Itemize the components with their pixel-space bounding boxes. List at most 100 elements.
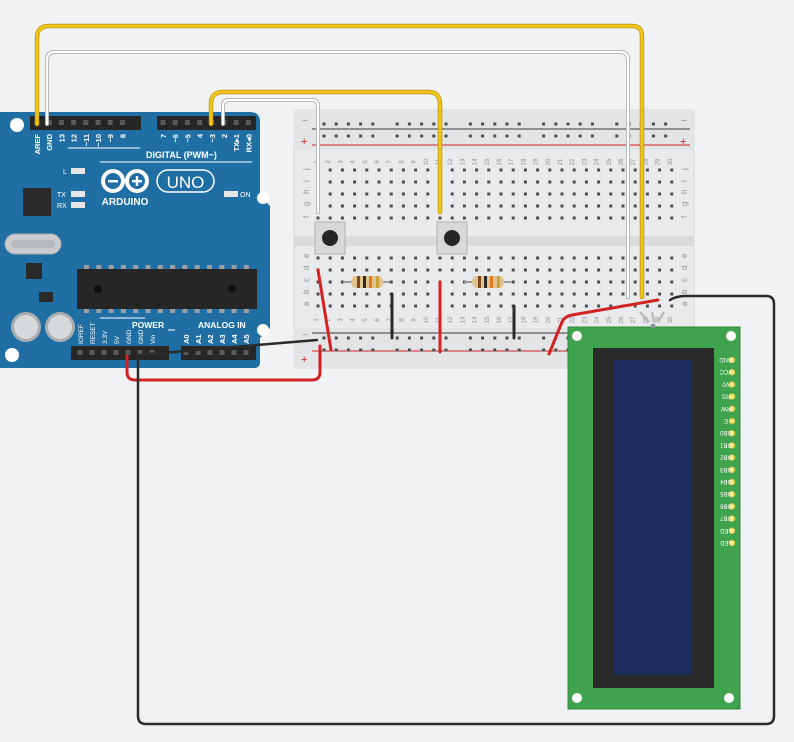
breadboard-hole[interactable] — [401, 168, 405, 172]
rail-hole[interactable] — [346, 336, 350, 340]
rail-hole[interactable] — [444, 134, 448, 138]
lcd-pin[interactable] — [728, 393, 736, 400]
breadboard-hole[interactable] — [609, 256, 613, 260]
breadboard-hole[interactable] — [548, 280, 552, 284]
lcd-pin[interactable] — [728, 478, 736, 486]
rail-hole[interactable] — [542, 122, 546, 126]
breadboard-hole[interactable] — [584, 204, 588, 208]
black-wire-gnd-loop[interactable] — [136, 294, 776, 726]
breadboard-hole[interactable] — [584, 292, 588, 296]
breadboard-hole[interactable] — [340, 216, 344, 220]
breadboard-hole[interactable] — [462, 304, 466, 308]
breadboard-hole[interactable] — [548, 216, 552, 220]
breadboard-hole[interactable] — [548, 192, 552, 196]
breadboard-hole[interactable] — [353, 168, 357, 172]
breadboard-hole[interactable] — [414, 304, 418, 308]
breadboard-hole[interactable] — [548, 304, 552, 308]
digital-pin[interactable] — [107, 120, 113, 125]
breadboard-hole[interactable] — [316, 292, 320, 296]
breadboard-hole[interactable] — [365, 256, 369, 260]
breadboard-hole[interactable] — [633, 268, 637, 272]
breadboard-hole[interactable] — [450, 268, 454, 272]
lcd-pin[interactable] — [728, 515, 736, 522]
breadboard-hole[interactable] — [621, 180, 625, 184]
digital-pin[interactable] — [160, 120, 166, 125]
rail-hole[interactable] — [651, 134, 655, 138]
breadboard-hole[interactable] — [340, 180, 344, 184]
white-wire-long[interactable] — [45, 50, 630, 299]
lcd-pin[interactable] — [728, 490, 736, 498]
breadboard-hole[interactable] — [670, 180, 674, 184]
breadboard-hole[interactable] — [499, 268, 503, 272]
rail-hole[interactable] — [432, 336, 436, 340]
breadboard-hole[interactable] — [523, 268, 527, 272]
breadboard-hole[interactable] — [548, 268, 552, 272]
rail-hole[interactable] — [554, 122, 558, 126]
rail-hole[interactable] — [395, 122, 399, 126]
breadboard-hole[interactable] — [389, 268, 393, 272]
breadboard-hole[interactable] — [560, 268, 564, 272]
breadboard-hole[interactable] — [560, 216, 564, 220]
breadboard-hole[interactable] — [426, 204, 430, 208]
yellow-wire-long[interactable] — [35, 24, 644, 299]
breadboard-hole[interactable] — [645, 192, 649, 196]
rail-hole[interactable] — [664, 134, 668, 138]
breadboard-hole[interactable] — [328, 268, 332, 272]
breadboard-hole[interactable] — [328, 204, 332, 208]
rail-hole[interactable] — [542, 134, 546, 138]
breadboard-hole[interactable] — [536, 168, 540, 172]
breadboard-hole[interactable] — [365, 292, 369, 296]
lcd-16x2-module[interactable]: GNDVCCV0RSRWEDB0DB1DB2DB3DB4DB5DB6DB7LED… — [567, 326, 741, 710]
breadboard-hole[interactable] — [499, 304, 503, 308]
rail-hole[interactable] — [359, 336, 363, 340]
breadboard-hole[interactable] — [438, 268, 442, 272]
rail-hole[interactable] — [578, 122, 582, 126]
breadboard-hole[interactable] — [621, 268, 625, 272]
breadboard-hole[interactable] — [633, 168, 637, 172]
breadboard-hole[interactable] — [487, 168, 491, 172]
rail-hole[interactable] — [651, 122, 655, 126]
breadboard-hole[interactable] — [511, 168, 515, 172]
breadboard-hole[interactable] — [548, 256, 552, 260]
breadboard-hole[interactable] — [584, 216, 588, 220]
breadboard-hole[interactable] — [377, 292, 381, 296]
breadboard-hole[interactable] — [511, 256, 515, 260]
breadboard-hole[interactable] — [377, 192, 381, 196]
breadboard-hole[interactable] — [401, 292, 405, 296]
analog-pin[interactable] — [207, 350, 213, 355]
breadboard-hole[interactable] — [511, 280, 515, 284]
digital-pin[interactable] — [119, 120, 125, 125]
pushbutton-2[interactable] — [436, 221, 468, 255]
breadboard-hole[interactable] — [658, 192, 662, 196]
breadboard-hole[interactable] — [584, 192, 588, 196]
rail-hole[interactable] — [432, 348, 436, 352]
breadboard-hole[interactable] — [621, 256, 625, 260]
rail-hole[interactable] — [505, 122, 509, 126]
breadboard-hole[interactable] — [645, 268, 649, 272]
rail-hole[interactable] — [517, 122, 521, 126]
rail-hole[interactable] — [371, 134, 375, 138]
breadboard-hole[interactable] — [450, 280, 454, 284]
breadboard-hole[interactable] — [438, 216, 442, 220]
breadboard-hole[interactable] — [523, 168, 527, 172]
breadboard-hole[interactable] — [645, 180, 649, 184]
breadboard-hole[interactable] — [523, 180, 527, 184]
breadboard-hole[interactable] — [389, 216, 393, 220]
power-pin[interactable] — [137, 350, 143, 355]
breadboard-hole[interactable] — [401, 180, 405, 184]
breadboard-hole[interactable] — [536, 216, 540, 220]
breadboard-hole[interactable] — [475, 256, 479, 260]
breadboard-hole[interactable] — [523, 216, 527, 220]
rail-hole[interactable] — [615, 122, 619, 126]
breadboard-hole[interactable] — [475, 192, 479, 196]
breadboard-hole[interactable] — [462, 292, 466, 296]
breadboard-hole[interactable] — [670, 168, 674, 172]
breadboard-hole[interactable] — [340, 192, 344, 196]
breadboard-hole[interactable] — [487, 204, 491, 208]
rail-hole[interactable] — [517, 134, 521, 138]
breadboard-hole[interactable] — [499, 192, 503, 196]
breadboard-hole[interactable] — [609, 304, 613, 308]
rail-hole[interactable] — [395, 336, 399, 340]
breadboard-hole[interactable] — [426, 268, 430, 272]
